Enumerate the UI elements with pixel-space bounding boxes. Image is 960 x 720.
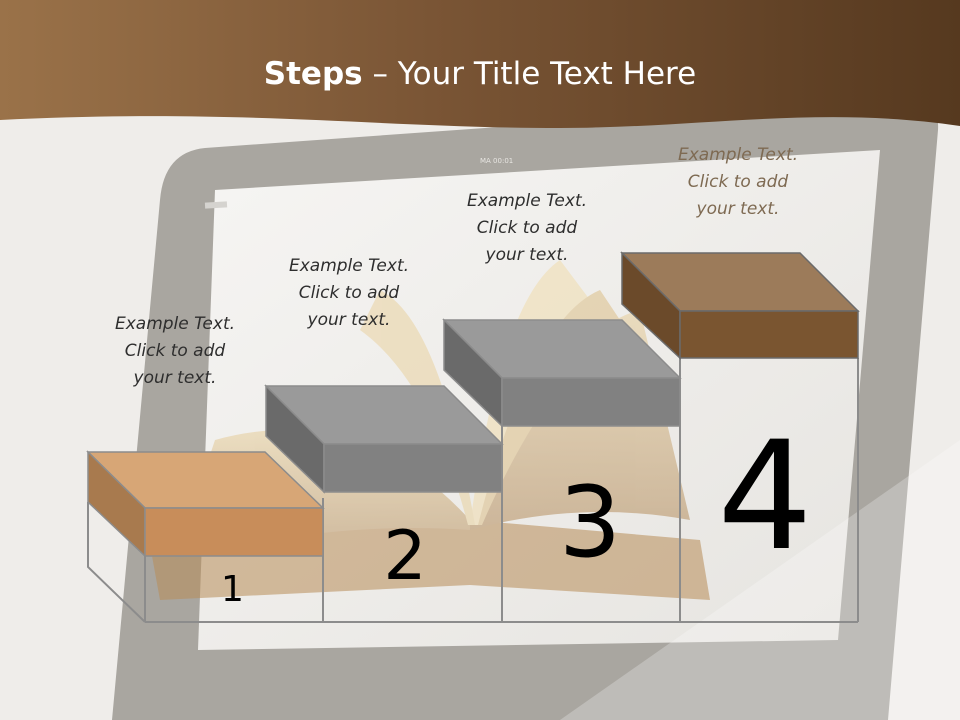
title-bold: Steps (263, 56, 363, 92)
step-2-block[interactable] (264, 384, 504, 494)
step-4-caption[interactable]: Example Text. Click to add your text. (648, 142, 828, 223)
header-band (0, 0, 960, 128)
step-4-line-1: Example Text. (677, 145, 799, 165)
step-4-number: 4 (717, 410, 813, 584)
step-4-line-3: your text. (696, 199, 780, 219)
step-1-number: 1 (221, 569, 244, 610)
tablet-status-text: MA 00:01 (480, 157, 513, 165)
step-3-line-3: your text. (485, 245, 569, 265)
step-1-line-2: Click to add (124, 341, 226, 361)
step-2-number: 2 (383, 517, 427, 596)
slide-title[interactable]: Steps – Your Title Text Here (0, 54, 960, 94)
step-4-line-2: Click to add (687, 172, 789, 192)
step-3-caption[interactable]: Example Text. Click to add your text. (437, 188, 617, 269)
step-3-line-1: Example Text. (466, 191, 588, 211)
step-2-line-2: Click to add (298, 283, 400, 303)
step-3-number: 3 (558, 466, 622, 580)
step-3-line-2: Click to add (476, 218, 578, 238)
title-rest: – Your Title Text Here (362, 56, 697, 92)
step-3-block[interactable] (442, 318, 682, 428)
step-1-line-1: Example Text. (114, 314, 236, 334)
step-4-block[interactable] (620, 251, 860, 360)
step-1-caption[interactable]: Example Text. Click to add your text. (85, 311, 265, 392)
step-2-line-1: Example Text. (288, 256, 410, 276)
step-2-caption[interactable]: Example Text. Click to add your text. (259, 253, 439, 334)
step-2-line-3: your text. (307, 310, 391, 330)
step-1-block[interactable] (86, 450, 325, 558)
step-1-line-3: your text. (133, 368, 217, 388)
